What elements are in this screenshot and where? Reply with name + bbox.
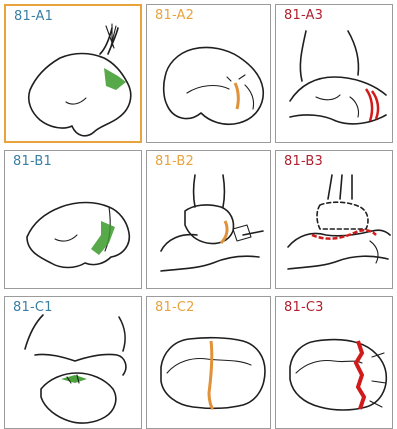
tile-81-a3[interactable]: 81-A3 <box>275 4 393 143</box>
talus-fracture-diagram-icon <box>6 6 142 143</box>
tile-81-b1[interactable]: 81-B1 <box>4 150 142 289</box>
talus-fracture-diagram-icon <box>276 297 393 429</box>
talus-fracture-diagram-icon <box>276 5 393 143</box>
talus-fracture-diagram-icon <box>5 151 142 289</box>
talus-fracture-diagram-icon <box>147 297 271 429</box>
talus-fracture-diagram-icon <box>147 151 271 289</box>
talus-fracture-diagram-icon <box>276 151 393 289</box>
tile-81-b2[interactable]: 81-B2 <box>146 150 271 289</box>
tile-81-c1[interactable]: 81-C1 <box>4 296 142 429</box>
tile-81-c3[interactable]: 81-C3 <box>275 296 393 429</box>
talus-fracture-diagram-icon <box>5 297 142 429</box>
talus-fracture-diagram-icon <box>147 5 271 143</box>
tile-81-a2[interactable]: 81-A2 <box>146 4 271 143</box>
tile-81-c2[interactable]: 81-C2 <box>146 296 271 429</box>
tile-81-b3[interactable]: 81-B3 <box>275 150 393 289</box>
tile-81-a1[interactable]: 81-A1 <box>4 4 142 143</box>
